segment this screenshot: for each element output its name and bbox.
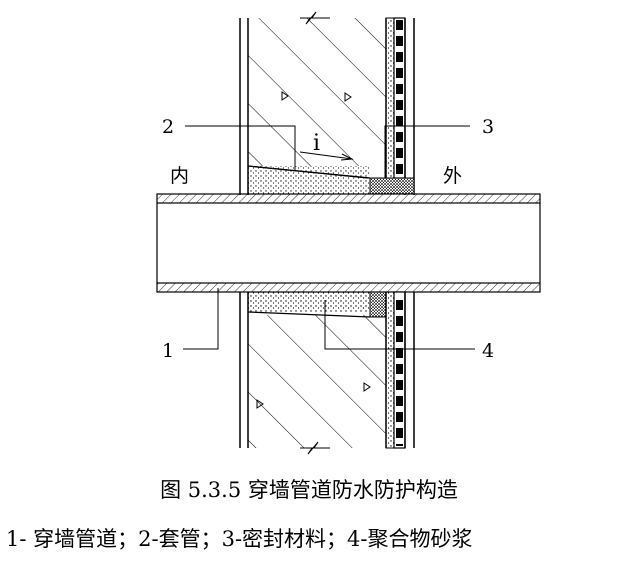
callout-4: 4 [482,340,494,362]
callout-2: 2 [162,116,174,138]
upper-wall [239,11,415,195]
figure-legend: 1- 穿墙管道；2-套管；3-密封材料；4-聚合物砂浆 [6,527,473,551]
side-inner-label: 内 [170,165,189,187]
callout-1: 1 [162,340,174,362]
callout-3: 3 [482,116,494,138]
figure-caption: 图 5.3.5 穿墙管道防水防护构造 [160,478,458,502]
lower-wall [239,291,415,455]
pipe [156,193,541,293]
leader-lines [183,125,475,350]
slope-label: i [313,131,320,156]
side-outer-label: 外 [443,165,462,187]
